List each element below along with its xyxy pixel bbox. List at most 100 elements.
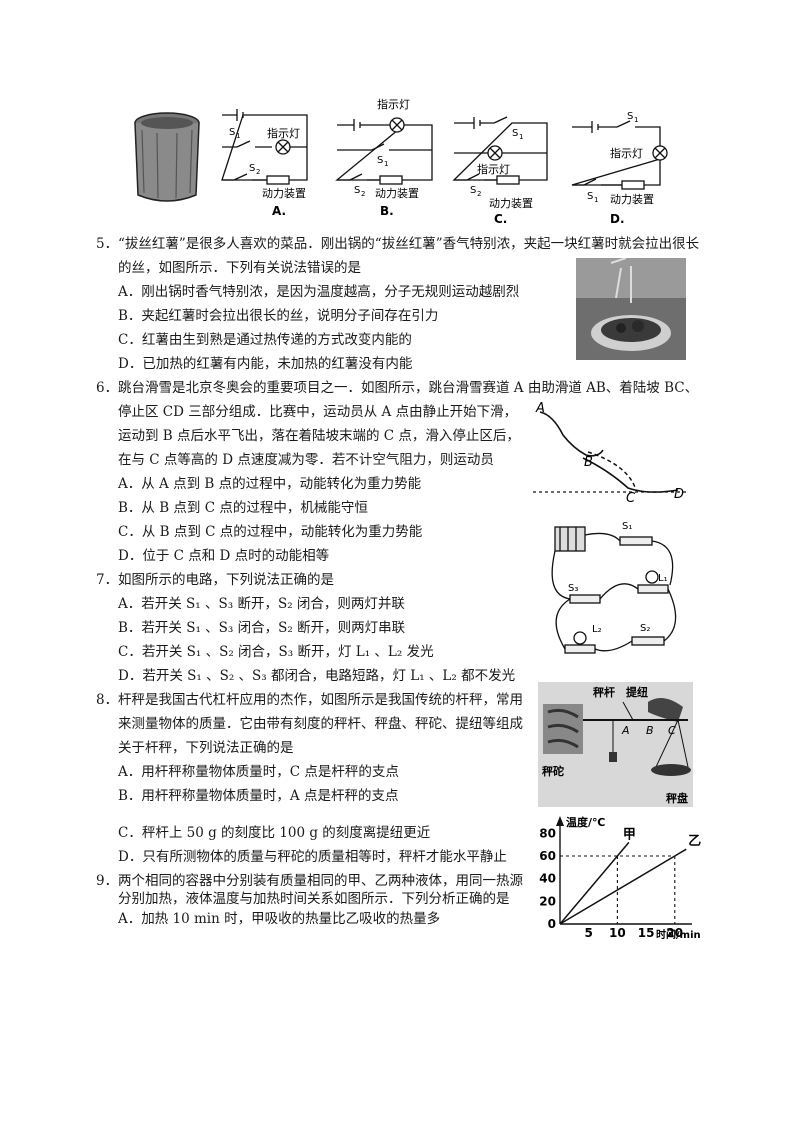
opt-c-letter: C.: [494, 212, 507, 226]
q7-stem: 如图所示的电路，下列说法正确的是: [118, 572, 334, 588]
q5-stem-2: 的丝，如图所示．下列有关说法错误的是: [118, 260, 361, 276]
circuit-s3-label: S₃: [568, 583, 578, 594]
q9-stem-2: 分别加热，液体温度与加热时间关系如图所示．下列分析正确的是: [118, 891, 510, 907]
circuit-s2-label: S₂: [640, 623, 650, 634]
series-line-yi: [559, 848, 687, 925]
ski-label-d: D: [674, 487, 684, 502]
q6-option-c: C．从 B 点到 C 点的过程中，动能转化为重力势能: [118, 524, 423, 540]
trash-can-image: [134, 112, 200, 202]
opt-c-s2: S: [470, 185, 476, 196]
q7-option-b: B．若开关 S₁ 、S₃ 闭合，S₂ 断开，则两灯串联: [118, 620, 406, 636]
x-axis-label: 时间/min: [656, 928, 701, 940]
top-circuit-svg: S 1 指示灯 S 2 动力装置 A. 指示灯 S 1 S 2 动力装置 B.: [134, 97, 668, 226]
series-line-jia: [559, 841, 630, 925]
steelyard-pan-label: 秤盘: [666, 791, 688, 805]
svg-text:2: 2: [361, 190, 365, 198]
top-circuit-figure: S 1 指示灯 S 2 动力装置 A. 指示灯 S 1 S 2 动力装置 B.: [122, 95, 682, 230]
svg-text:1: 1: [594, 196, 598, 204]
steelyard-figure: 秤杆 提纽 A B C 秤砣 秤盘: [538, 682, 693, 807]
x-tick-label: 10: [609, 926, 626, 940]
q7-number: 7．: [96, 572, 119, 588]
steelyard-beam-label: 秤杆: [593, 685, 615, 699]
circuit-option-a: [221, 109, 308, 185]
ski-jump-figure: A B C D: [528, 400, 693, 510]
q6-stem-3: 运动到 B 点后水平飞出，落在着陆坡末端的 C 点，滑入停止区后，: [118, 428, 520, 444]
opt-d-device-label: 动力装置: [610, 193, 654, 206]
x-tick-label: 5: [585, 926, 593, 940]
q8-option-c: C．秤杆上 50 g 的刻度比 100 g 的刻度离提纽更近: [118, 825, 431, 841]
q8-option-d: D．只有所测物体的质量与秤砣的质量相等时，秤杆才能水平静止: [118, 849, 507, 865]
y-tick-label: 40: [539, 872, 556, 886]
q5-option-d: D．已加热的红薯有内能，未加热的红薯没有内能: [118, 356, 413, 372]
q6-stem-1: 跳台滑雪是北京冬奥会的重要项目之一．如图所示，跳台滑雪赛道 A 由助滑道 AB、…: [118, 380, 699, 396]
opt-a-s1: S: [229, 127, 235, 138]
q6-stem-2: 停止区 CD 三部分组成．比赛中，运动员从 A 点由静止开始下滑，: [118, 404, 518, 420]
opt-d-s1: S: [627, 111, 633, 122]
opt-b-lamp-label: 指示灯: [377, 97, 410, 111]
y-axis-arrow: [556, 816, 564, 826]
svg-text:2: 2: [256, 168, 260, 176]
svg-text:1: 1: [519, 133, 523, 141]
q8-option-b: B．用杆秤称量物体质量时，A 点是杆秤的支点: [118, 788, 399, 804]
svg-text:1: 1: [236, 132, 240, 140]
q8-stem-1: 杆秤是我国古代杠杆应用的杰作，如图所示是我国传统的杆秤，常用: [118, 692, 523, 708]
svg-text:2: 2: [477, 190, 481, 198]
steelyard-weight-label: 秤砣: [542, 764, 564, 778]
q9-stem-1: 两个相同的容器中分别装有质量相同的甲、乙两种液体，用同一热源: [118, 873, 523, 889]
circuit-board-figure: S₁ S₃ L₁ L₂ S₂: [540, 515, 690, 675]
sweet-potato-photo: [576, 257, 686, 360]
svg-text:1: 1: [634, 116, 638, 124]
opt-b-letter: B.: [380, 204, 394, 218]
q6-option-d: D．位于 C 点和 D 点时的动能相等: [118, 548, 330, 564]
opt-c-s1: S: [512, 128, 518, 139]
q5-option-c: C．红薯由生到熟是通过热传递的方式改变内能的: [118, 332, 412, 348]
opt-a-s2: S: [249, 163, 255, 174]
series-label-jia: 甲: [623, 827, 636, 842]
q5-stem-1: “拔丝红薯”是很多人喜欢的菜品．刚出锅的“拔丝红薯”香气特别浓，夹起一块红薯时就…: [118, 236, 700, 252]
q6-option-a: A．从 A 点到 B 点的过程中，动能转化为重力势能: [118, 476, 422, 492]
opt-b-s2: S: [354, 185, 360, 196]
q5-option-b: B．夹起红薯时会拉出很长的丝，说明分子间存在引力: [118, 308, 439, 324]
opt-a-letter: A.: [272, 204, 286, 218]
circuit-s1-label: S₁: [622, 521, 632, 532]
x-tick-label: 15: [638, 926, 655, 940]
circuit-l1-label: L₁: [658, 573, 668, 584]
opt-b-device-label: 动力装置: [375, 187, 419, 200]
svg-text:1: 1: [384, 160, 388, 168]
circuit-l2-label: L₂: [592, 624, 602, 635]
opt-a-device-label: 动力装置: [262, 187, 306, 200]
y-axis-label: 温度/℃: [566, 815, 605, 829]
ski-label-c: C: [626, 491, 636, 506]
opt-d-letter: D.: [610, 212, 625, 226]
opt-d-s2: S: [587, 191, 593, 202]
q9-number: 9．: [96, 873, 119, 889]
y-tick-label: 80: [539, 826, 556, 840]
q8-stem-2: 来测量物体的质量．它由带有刻度的秤杆、秤盘、秤砣、提纽等组成: [118, 716, 523, 732]
q5-option-a: A．刚出锅时香气特别浓，是因为温度越高，分子无规则运动越剧烈: [118, 284, 520, 300]
q8-option-a: A．用杆秤称量物体质量时，C 点是杆秤的支点: [118, 764, 399, 780]
opt-b-s1: S: [377, 155, 383, 166]
steelyard-point-b: B: [646, 724, 654, 737]
circuit-option-d: [571, 120, 668, 190]
ski-label-a: A: [535, 401, 545, 416]
series-label-yi: 乙: [688, 834, 701, 849]
q8-number: 8．: [96, 692, 119, 708]
opt-c-lamp-label: 指示灯: [477, 162, 510, 176]
q6-option-b: B．从 B 点到 C 点的过程中，机械能守恒: [118, 500, 368, 516]
q7-option-d: D．若开关 S₁ 、S₂ 、S₃ 都闭合，电路短路，灯 L₁ 、L₂ 都不发光: [118, 668, 516, 684]
opt-d-lamp-label: 指示灯: [610, 146, 643, 160]
y-tick-label: 20: [539, 894, 556, 908]
opt-c-device-label: 动力装置: [489, 197, 533, 210]
q9-option-a: A．加热 10 min 时，甲吸收的热量比乙吸收的热量多: [118, 911, 441, 927]
steelyard-knob-label: 提纽: [626, 685, 648, 699]
circuit-option-b: [335, 117, 433, 185]
opt-a-lamp-label: 指示灯: [267, 126, 300, 140]
y-tick-label: 0: [548, 917, 556, 931]
q8-stem-3: 关于杆秤，下列说法正确的是: [118, 740, 294, 756]
q6-number: 6．: [96, 380, 119, 396]
x-tick-label: 20: [666, 926, 683, 940]
q6-stem-4: 在与 C 点等高的 D 点速度减为零．若不计空气阻力，则运动员: [118, 452, 494, 468]
q5-number: 5．: [96, 236, 119, 252]
